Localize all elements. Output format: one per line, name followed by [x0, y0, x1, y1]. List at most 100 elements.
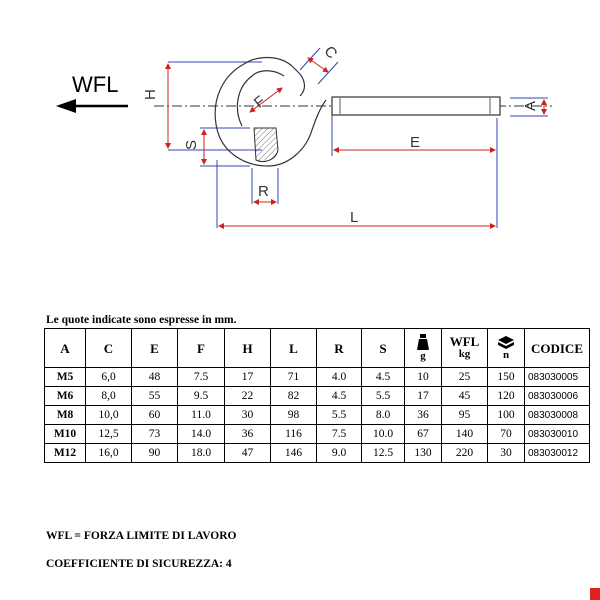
cell-e: 60	[131, 405, 178, 425]
cell-wfl: 220	[441, 443, 488, 463]
cell-l: 82	[270, 386, 317, 406]
box-icon	[498, 335, 514, 349]
cell-c: 12,5	[85, 424, 132, 444]
cell-r: 4.5	[316, 386, 362, 406]
cell-c: 10,0	[85, 405, 132, 425]
cell-quantity: 70	[487, 424, 525, 444]
cell-l: 146	[270, 443, 317, 463]
cell-wfl: 45	[441, 386, 488, 406]
cell-a: M8	[44, 405, 86, 425]
cell-codice: 083030008	[524, 405, 590, 425]
cell-s: 5.5	[361, 386, 405, 406]
col-header-wfl: WFL kg	[441, 328, 488, 368]
cell-e: 48	[131, 367, 178, 387]
wfl-load-label: WFL	[72, 72, 118, 97]
cell-codice: 083030010	[524, 424, 590, 444]
wfl-definition: WFL = FORZA LIMITE DI LAVORO	[46, 530, 237, 542]
col-header-l: L	[270, 328, 317, 368]
cell-h: 30	[224, 405, 271, 425]
cell-wfl: 25	[441, 367, 488, 387]
section-hatch	[253, 127, 279, 163]
col-header-codice: CODICE	[524, 328, 590, 368]
cell-a: M6	[44, 386, 86, 406]
weight-icon	[417, 333, 429, 350]
cell-r: 5.5	[316, 405, 362, 425]
cell-h: 17	[224, 367, 271, 387]
cell-codice: 083030006	[524, 386, 590, 406]
col-header-weight: g	[404, 328, 442, 368]
cell-c: 6,0	[85, 367, 132, 387]
cell-quantity: 120	[487, 386, 525, 406]
cell-quantity: 30	[487, 443, 525, 463]
dim-label-c: C	[320, 43, 340, 62]
cell-s: 4.5	[361, 367, 405, 387]
hook-technical-drawing: WFL	[56, 43, 552, 229]
measurement-note: Le quote indicate sono espresse in mm.	[46, 314, 237, 326]
cell-f: 9.5	[177, 386, 225, 406]
corner-marker	[590, 588, 600, 600]
extension-lines	[168, 47, 548, 228]
cell-weight: 36	[404, 405, 442, 425]
cell-e: 55	[131, 386, 178, 406]
cell-f: 14.0	[177, 424, 225, 444]
cell-c: 8,0	[85, 386, 132, 406]
col-header-e: E	[131, 328, 178, 368]
cell-s: 12.5	[361, 443, 405, 463]
table-row: M8 10,0 60 11.0 30 98 5.5 8.0 36 95 100 …	[44, 405, 590, 425]
cell-f: 11.0	[177, 405, 225, 425]
weight-unit: g	[420, 349, 426, 362]
dimension-lines	[165, 57, 547, 229]
hook-body	[214, 56, 501, 167]
cell-s: 8.0	[361, 405, 405, 425]
col-header-f: F	[177, 328, 225, 368]
col-header-a: A	[44, 328, 86, 368]
dim-label-s: S	[183, 140, 200, 150]
cell-quantity: 150	[487, 367, 525, 387]
col-header-r: R	[316, 328, 362, 368]
cell-e: 73	[131, 424, 178, 444]
cell-a: M12	[44, 443, 86, 463]
cell-a: M5	[44, 367, 86, 387]
cell-c: 16,0	[85, 443, 132, 463]
cell-a: M10	[44, 424, 86, 444]
cell-codice: 083030005	[524, 367, 590, 387]
table-row: M12 16,0 90 18.0 47 146 9.0 12.5 130 220…	[44, 443, 590, 463]
dim-label-a: A	[522, 101, 539, 111]
cell-f: 18.0	[177, 443, 225, 463]
cell-l: 98	[270, 405, 317, 425]
cell-r: 7.5	[316, 424, 362, 444]
col-header-h: H	[224, 328, 271, 368]
wfl-unit: kg	[458, 348, 471, 360]
dim-label-h: H	[142, 89, 159, 100]
cell-h: 22	[224, 386, 271, 406]
col-header-quantity: n	[487, 328, 525, 368]
cell-h: 47	[224, 443, 271, 463]
table-row: M10 12,5 73 14.0 36 116 7.5 10.0 67 140 …	[44, 424, 590, 444]
dim-label-e: E	[410, 134, 420, 151]
cell-f: 7.5	[177, 367, 225, 387]
cell-quantity: 100	[487, 405, 525, 425]
table-header-row: A C E F H L R S g WFL kg	[44, 328, 590, 368]
specification-table: A C E F H L R S g WFL kg	[44, 328, 590, 463]
cell-s: 10.0	[361, 424, 405, 444]
cell-r: 9.0	[316, 443, 362, 463]
cell-weight: 67	[404, 424, 442, 444]
cell-weight: 10	[404, 367, 442, 387]
cell-l: 116	[270, 424, 317, 444]
cell-l: 71	[270, 367, 317, 387]
col-header-s: S	[361, 328, 405, 368]
wfl-header-label: WFL	[449, 334, 480, 349]
cell-wfl: 95	[441, 405, 488, 425]
cell-weight: 17	[404, 386, 442, 406]
cell-r: 4.0	[316, 367, 362, 387]
cell-weight: 130	[404, 443, 442, 463]
dim-label-r: R	[258, 183, 269, 200]
dim-label-l: L	[350, 209, 358, 226]
cell-e: 90	[131, 443, 178, 463]
table-body: M5 6,0 48 7.5 17 71 4.0 4.5 10 25 150 08…	[44, 367, 590, 463]
col-header-c: C	[85, 328, 132, 368]
quantity-unit: n	[502, 348, 510, 361]
cell-wfl: 140	[441, 424, 488, 444]
safety-coefficient: COEFFICIENTE DI SICUREZZA: 4	[46, 558, 232, 570]
table-row: M6 8,0 55 9.5 22 82 4.5 5.5 17 45 120 08…	[44, 386, 590, 406]
